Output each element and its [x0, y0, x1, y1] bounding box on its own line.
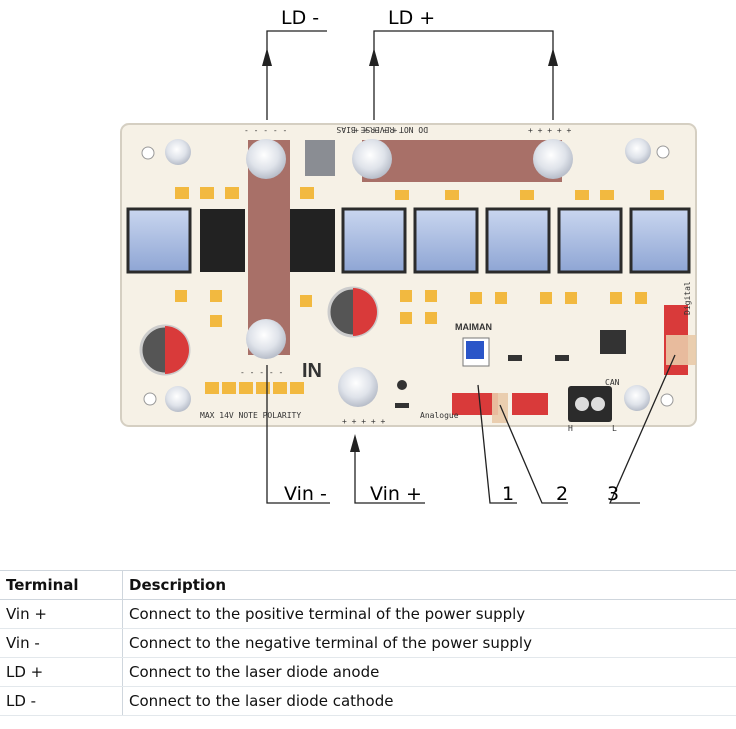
- mosfet-row: [126, 207, 691, 274]
- table-row: Vin + Connect to the positive terminal o…: [0, 599, 736, 629]
- ld-minus-label: LD -: [281, 7, 319, 29]
- table-row: LD + Connect to the laser diode anode: [0, 657, 736, 687]
- terminal-cell: LD -: [0, 686, 123, 716]
- digital-label: Digital: [683, 281, 692, 315]
- ld-plus-label: LD +: [388, 7, 435, 29]
- table-header-row: Terminal Description: [0, 570, 736, 600]
- terminal-cell: Vin -: [0, 628, 123, 658]
- can-label: CAN: [605, 378, 620, 387]
- h-label: H: [568, 424, 573, 433]
- l-label: L: [612, 424, 617, 433]
- table-row: Vin - Connect to the negative terminal o…: [0, 628, 736, 658]
- pin-marks-ld-plus-left: + + + + +: [354, 126, 398, 135]
- description-cell: Connect to the laser diode cathode: [122, 686, 736, 716]
- pin-marks-vin-plus: + + + + +: [342, 417, 386, 426]
- pin-marks-ld-minus: - - - - -: [244, 126, 287, 135]
- description-cell: Connect to the negative terminal of the …: [122, 628, 736, 658]
- terminal-cell: LD +: [0, 657, 123, 687]
- terminal-cell: Vin +: [0, 599, 123, 629]
- callout-3-label: 3: [607, 483, 619, 505]
- table-row: LD - Connect to the laser diode cathode: [0, 686, 736, 716]
- capacitor: [139, 286, 379, 376]
- do-not-reverse-label: DO NOT REVERSE BIAS: [336, 125, 428, 134]
- brand-label: MAIMAN: [455, 322, 492, 332]
- header-description: Description: [122, 570, 736, 600]
- description-cell: Connect to the laser diode anode: [122, 657, 736, 687]
- callout-2-label: 2: [556, 483, 568, 505]
- analogue-label: Analogue: [420, 411, 459, 420]
- vin-plus-label: Vin +: [370, 483, 422, 505]
- pin-marks-vin-minus: - - - - -: [240, 368, 283, 377]
- callout-1-label: 1: [502, 483, 514, 505]
- in-label: IN: [302, 360, 322, 382]
- header-terminal: Terminal: [0, 570, 123, 600]
- arrowheads: [262, 48, 558, 452]
- pcb-board: IN MAX 14V NOTE POLARITY DO NOT REVERSE …: [120, 123, 697, 433]
- description-cell: Connect to the positive terminal of the …: [122, 599, 736, 629]
- terminal-table: Terminal Description Vin + Connect to th…: [0, 570, 736, 716]
- ld-plus-busbar: [362, 140, 562, 182]
- pin-marks-ld-plus-right: + + + + +: [528, 126, 572, 135]
- max-note-label: MAX 14V NOTE POLARITY: [200, 411, 301, 420]
- vin-minus-label: Vin -: [284, 483, 327, 505]
- callout-lines: [266, 30, 676, 504]
